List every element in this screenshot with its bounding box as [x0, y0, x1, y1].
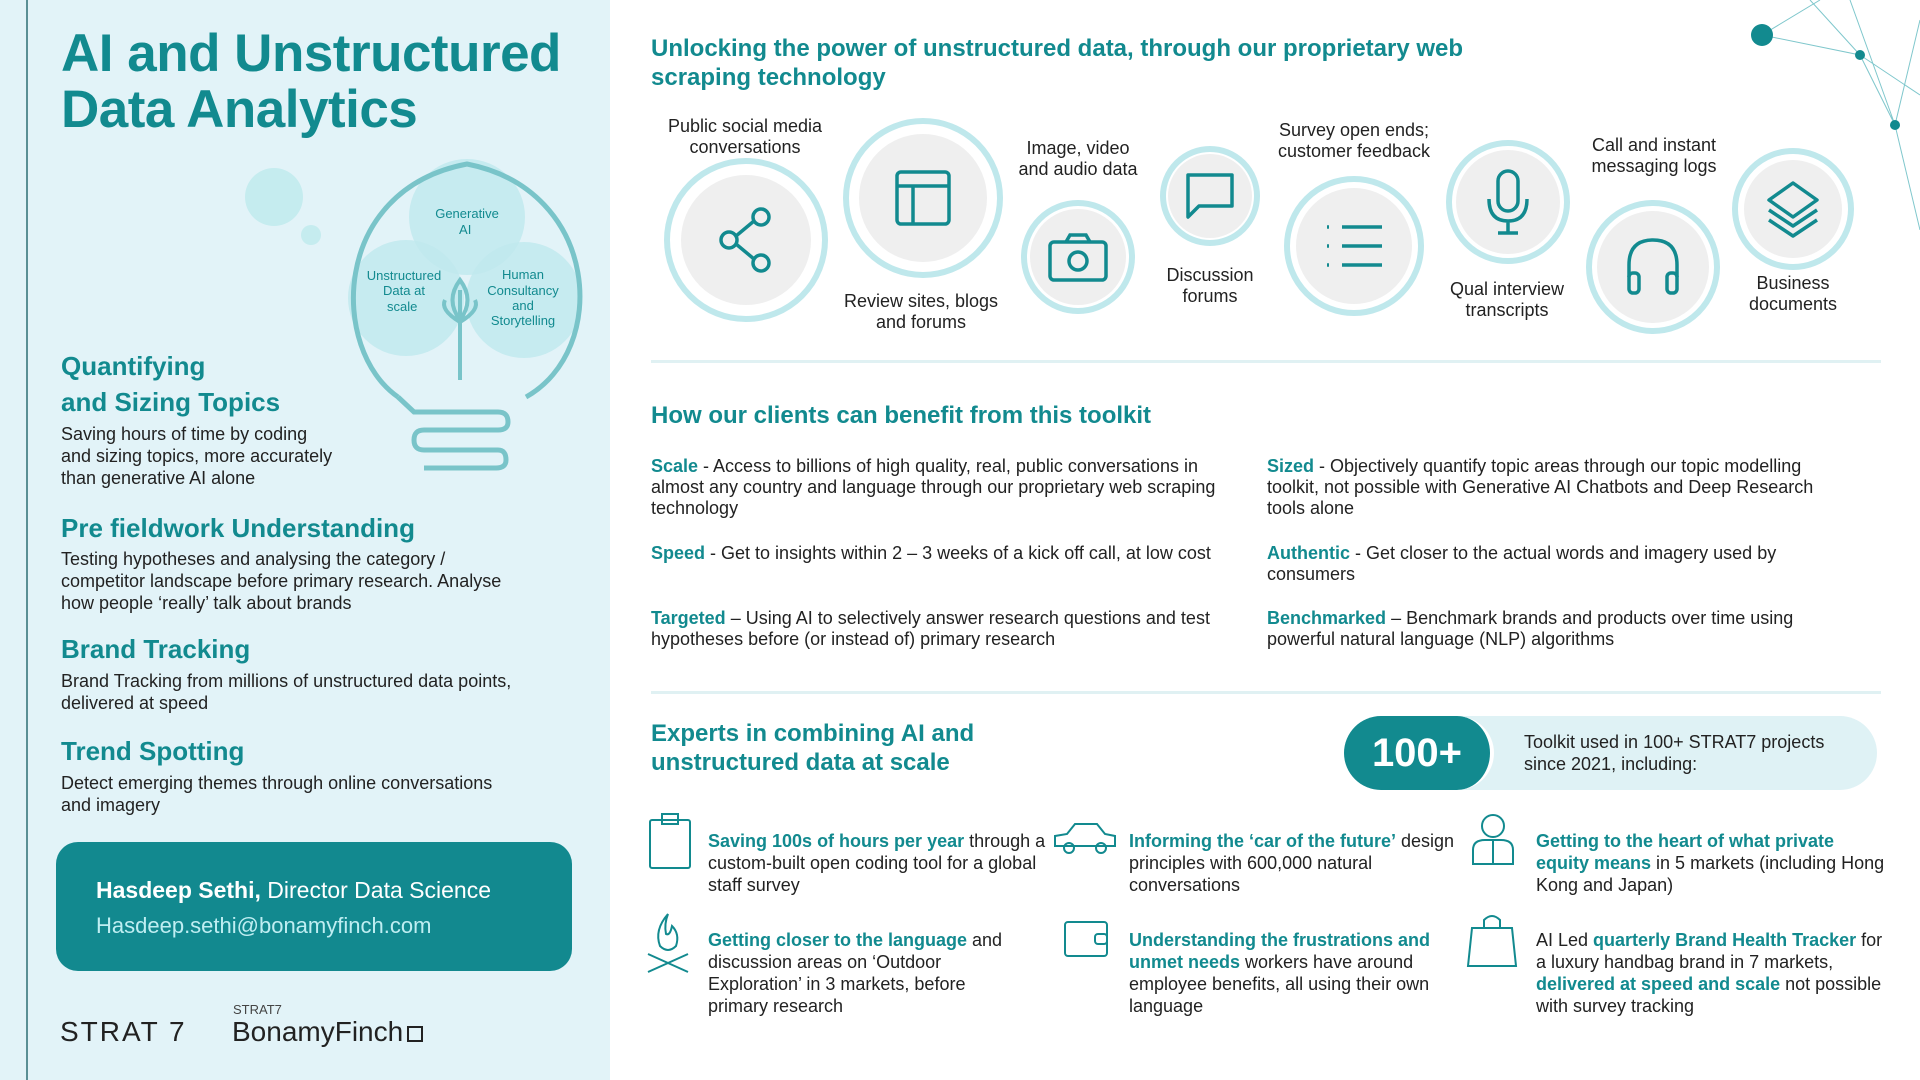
benefit-item: Benchmarked – Benchmark brands and produ…	[1267, 608, 1794, 649]
chat-bubble-icon	[1186, 173, 1234, 219]
section-text: Detect emerging themes through online co…	[61, 773, 493, 815]
share-icon	[719, 207, 771, 273]
source-discussion-forums	[1160, 146, 1260, 246]
source-social-media	[664, 158, 828, 322]
section-text: Brand Tracking from millions of unstruct…	[61, 671, 512, 713]
projects-count-badge: 100+	[1344, 716, 1494, 790]
handbag-icon	[1466, 915, 1518, 967]
section-heading: Trend Spotting	[61, 736, 245, 766]
divider	[26, 0, 28, 1080]
wallet-icon	[1064, 921, 1108, 957]
source-review-sites	[843, 118, 1003, 278]
contact-role: Director Data Science	[260, 877, 491, 903]
camera-icon	[1048, 233, 1108, 282]
case-study: Informing the ‘car of the future’ design…	[1129, 831, 1455, 895]
headphones-icon	[1627, 238, 1679, 295]
benefits-heading: How our clients can benefit from this to…	[651, 402, 1152, 429]
source-business-documents	[1732, 148, 1854, 270]
list-icon	[1327, 225, 1382, 267]
clipboard-icon	[649, 813, 691, 869]
source-label: Survey open ends;customer feedback	[1277, 120, 1431, 161]
benefit-item: Sized - Objectively quantify topic areas…	[1267, 456, 1814, 518]
car-icon	[1054, 823, 1116, 854]
section-heading: Brand Tracking	[61, 634, 251, 664]
contact-card: Hasdeep Sethi, Director Data Science Has…	[56, 842, 572, 971]
case-study: Getting closer to the language and discu…	[708, 930, 1003, 1016]
bonamyfinch-logo: BonamyFinch	[232, 1016, 424, 1048]
source-qual-interview	[1446, 140, 1570, 264]
layers-icon	[1767, 181, 1819, 238]
case-study: AI Led quarterly Brand Health Tracker fo…	[1536, 930, 1883, 1016]
source-image-video	[1021, 200, 1135, 314]
businessman-icon	[1472, 814, 1514, 865]
microphone-icon	[1487, 169, 1529, 235]
benefit-item: Targeted – Using AI to selectively answe…	[651, 608, 1210, 649]
section-text: Testing hypotheses and analysing the cat…	[61, 549, 502, 613]
campfire-icon	[647, 913, 689, 973]
source-survey-open-ends	[1284, 176, 1424, 316]
divider	[651, 360, 1881, 363]
sources-heading: Unlocking the power of unstructured data…	[651, 35, 1464, 91]
source-call-logs	[1586, 200, 1720, 334]
benefit-item: Scale - Access to billions of high quali…	[651, 456, 1216, 518]
contact-name: Hasdeep Sethi,	[96, 877, 261, 903]
case-study: Understanding the frustrations and unmet…	[1129, 930, 1431, 1016]
layout-icon	[895, 170, 951, 226]
benefit-item: Authentic - Get closer to the actual wor…	[1267, 543, 1777, 584]
case-study: Saving 100s of hours per year through a …	[708, 831, 1046, 895]
divider	[651, 691, 1881, 694]
section-heading: Pre fieldwork Understanding	[61, 513, 415, 543]
benefit-item: Speed - Get to insights within 2 – 3 wee…	[651, 543, 1211, 563]
case-study: Getting to the heart of what private equ…	[1536, 831, 1885, 895]
contact-email-link[interactable]: Hasdeep.sethi@bonamyfinch.com	[96, 913, 432, 938]
strat7-small-label: STRAT7	[233, 1002, 282, 1017]
network-decoration	[1751, 0, 1920, 230]
strat7-logo: STRAT 7	[60, 1016, 187, 1047]
